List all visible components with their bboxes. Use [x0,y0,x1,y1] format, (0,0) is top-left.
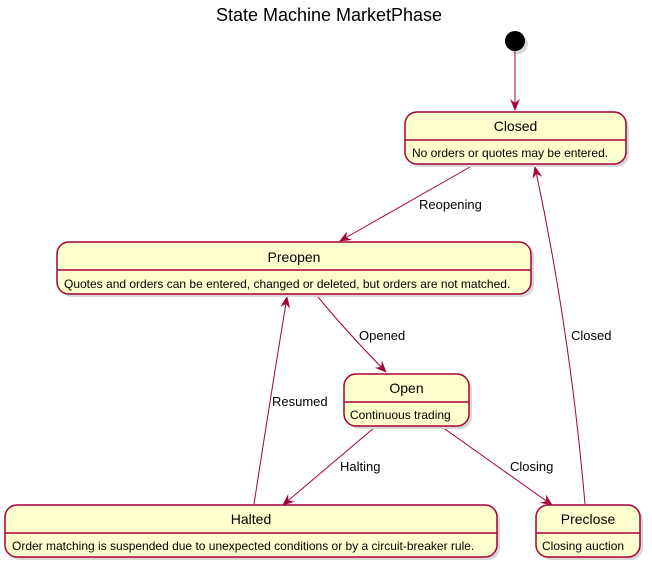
edge-resumed [253,296,291,505]
edge-reopening [339,166,471,242]
state-preopen-name: Preopen [268,249,321,265]
state-preclose-description: Closing auction [542,539,624,553]
state-closed: Closed No orders or quotes may be entere… [404,111,629,167]
state-closed-name: Closed [494,118,538,134]
state-open: Open Continuous trading [343,373,472,429]
state-halted: Halted Order matching is suspended due t… [4,504,500,560]
edge-label-opened: Opened [359,328,405,343]
edge-label-closed: Closed [571,328,611,343]
state-open-name: Open [389,380,423,396]
edge-opened [317,296,387,373]
state-preopen: Preopen Quotes and orders can be entered… [56,241,534,297]
edge-label-halting: Halting [340,459,380,474]
edge-label-closing: Closing [510,459,553,474]
state-preclose: Preclose Closing auction [535,504,643,560]
state-halted-description: Order matching is suspended due to unexp… [12,539,474,553]
state-preclose-name: Preclose [561,511,616,527]
diagram-title: State Machine MarketPhase [216,5,442,25]
state-preopen-description: Quotes and orders can be entered, change… [64,277,510,291]
state-halted-name: Halted [231,511,271,527]
edge-label-resumed: Resumed [272,394,328,409]
state-closed-description: No orders or quotes may be entered. [412,146,608,160]
edge-halting [282,426,376,506]
edge-closed [532,166,586,505]
initial-node [505,31,525,51]
edge-closing [441,426,553,506]
state-open-description: Continuous trading [350,408,451,422]
edge-label-reopening: Reopening [419,197,482,212]
